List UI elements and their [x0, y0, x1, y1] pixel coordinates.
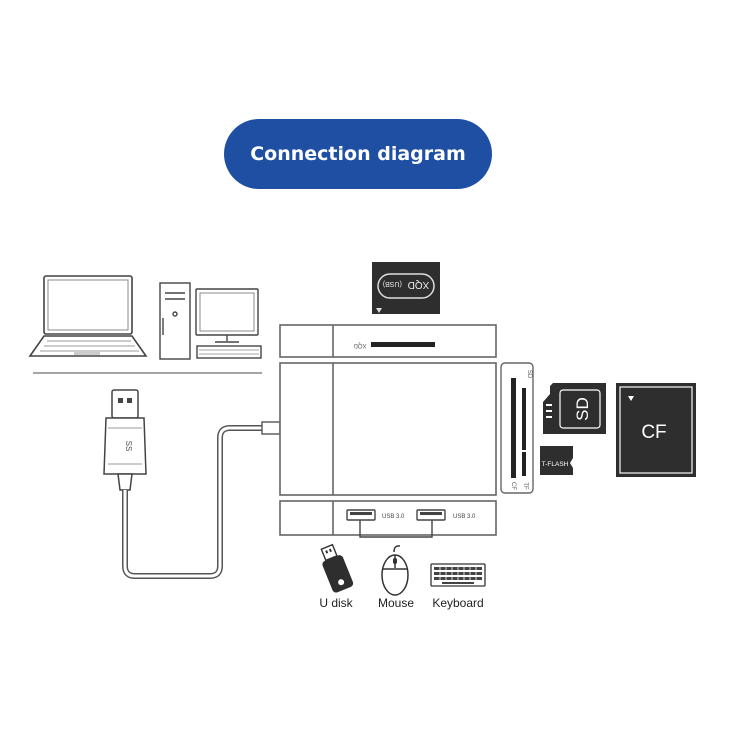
side-card-slots: [500, 362, 534, 494]
xqd-slot: [371, 342, 435, 347]
xqd-card-icon: [372, 262, 440, 314]
usb-plug-marking: SS: [124, 441, 133, 452]
cf-card-icon: [616, 383, 696, 477]
diagram-title: Connection diagram: [250, 143, 466, 165]
sd-card-icon: [543, 383, 606, 434]
usb-flash-drive-icon: [320, 543, 354, 593]
card-reader-hub: [279, 324, 497, 536]
tflash-card-label: T-FLASH: [542, 461, 569, 468]
usb-cable: [122, 425, 268, 579]
title-banner: Connection diagram: [224, 119, 492, 189]
cf-card-label: CF: [641, 422, 666, 443]
u-disk-label: U disk: [319, 596, 353, 610]
usb-plug-icon: [103, 389, 147, 491]
device-bracket: [359, 520, 433, 538]
keyboard-label: Keyboard: [432, 596, 484, 610]
cf-slot-label: CF: [510, 482, 516, 490]
tflash-card-icon: [540, 446, 573, 475]
usb-port-right-label: USB 3.0: [453, 514, 476, 520]
sd-slot-label: SD: [526, 370, 532, 379]
desktop-computer-icon: [159, 282, 262, 360]
usb-port-left[interactable]: [346, 509, 376, 521]
tf-slot-label: TF: [522, 482, 528, 490]
usb-port-left-label: USB 3.0: [382, 514, 405, 520]
xqd-card-label: XQD (USB): [383, 279, 430, 290]
sd-card-label: SD: [573, 397, 592, 421]
mouse-label: Mouse: [377, 596, 415, 610]
laptop-icon: [28, 275, 148, 357]
usb-port-right[interactable]: [416, 509, 446, 521]
xqd-slot-label: XQD: [353, 342, 367, 348]
mouse-icon: [381, 545, 409, 596]
cable-connector: [261, 421, 281, 435]
keyboard-icon: [430, 563, 486, 587]
